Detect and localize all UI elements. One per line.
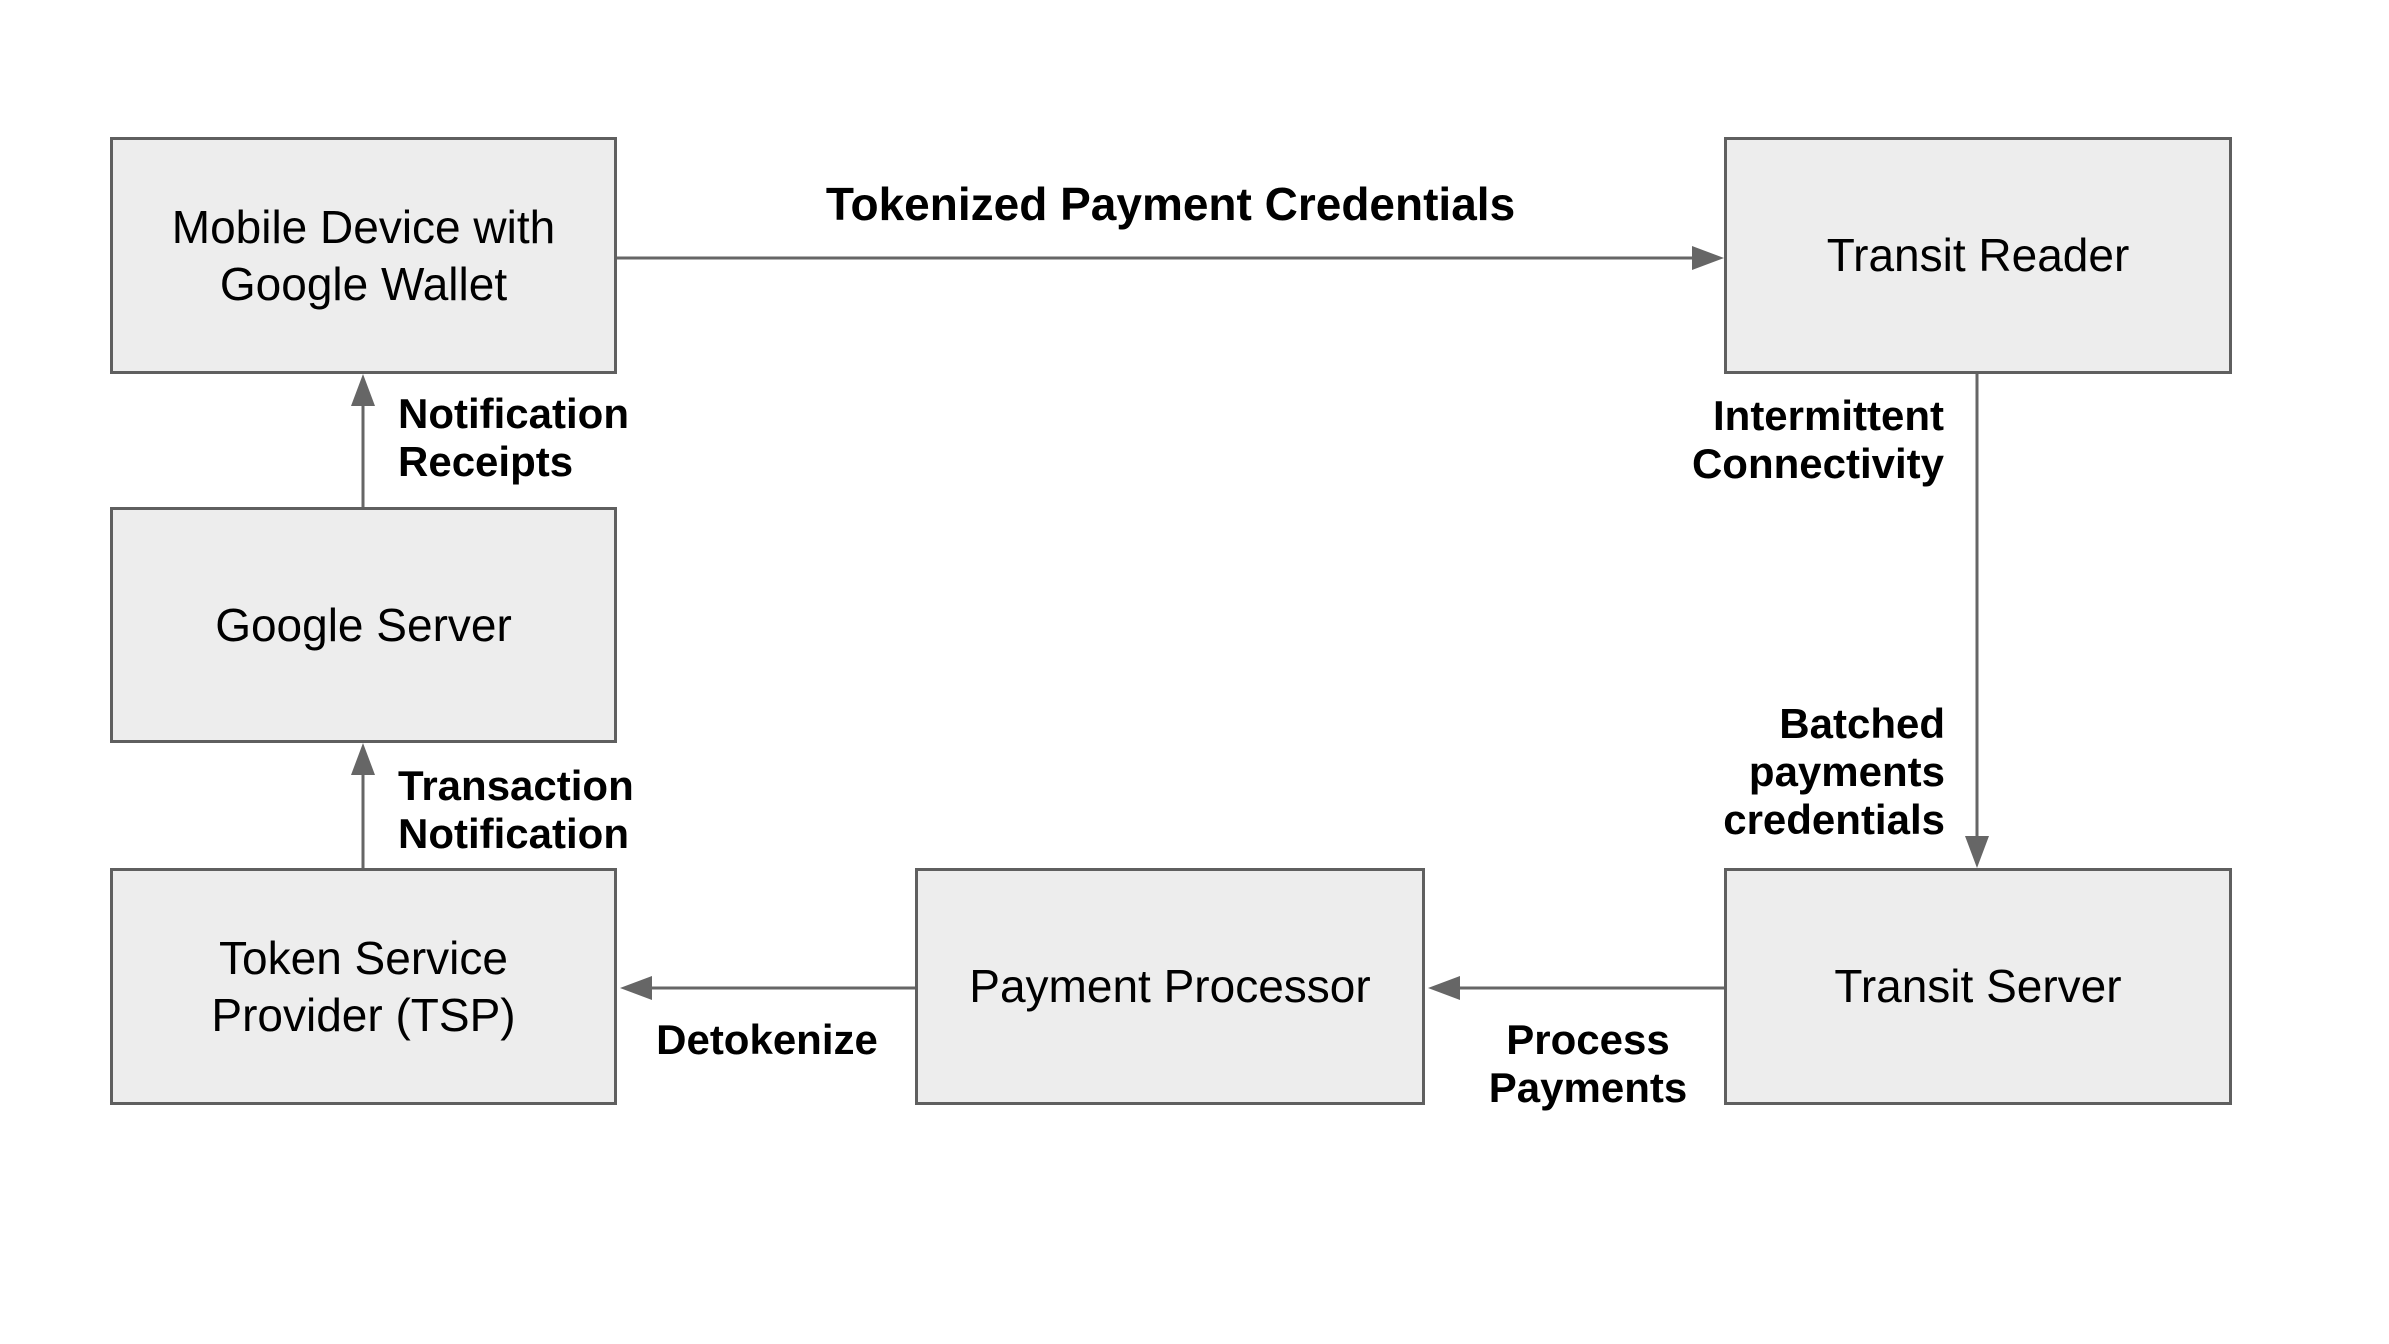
edge-label-notification-receipts: Notification Receipts <box>398 390 629 486</box>
edge-label-line: payments <box>1748 748 1945 795</box>
edge-label-line: Receipts <box>398 438 574 485</box>
edge-batched-arrowhead <box>1965 836 1989 868</box>
edge-transaction-notification <box>351 743 375 868</box>
node-payment-processor: Payment Processor <box>915 868 1425 1105</box>
edge-process-payments <box>1428 976 1724 1000</box>
node-transit-reader: Transit Reader <box>1724 137 2232 374</box>
node-token-service-provider: Token Service Provider (TSP) <box>110 868 617 1105</box>
edge-label-intermittent-connectivity: Intermittent Connectivity <box>1692 392 1944 488</box>
edge-tokenized-arrowhead <box>1692 246 1724 270</box>
edge-tokenized-payment-credentials <box>617 246 1724 270</box>
edge-detokenize <box>620 976 917 1000</box>
node-transit-server: Transit Server <box>1724 868 2232 1105</box>
edge-label-detokenize: Detokenize <box>656 1016 878 1063</box>
edge-label-process-payments: Process Payments <box>1438 1016 1738 1112</box>
node-label-line: Google Server <box>215 598 512 651</box>
edge-label-line: Notification <box>398 390 629 437</box>
node-mobile-device-google-wallet: Mobile Device with Google Wallet <box>110 137 617 374</box>
edge-label-line: Notification <box>398 810 629 857</box>
edge-notification-receipts-arrowhead <box>351 374 375 406</box>
edge-label-line: Connectivity <box>1691 440 1944 487</box>
edge-notification-receipts <box>351 374 375 507</box>
edge-label-line: Process <box>1506 1016 1670 1063</box>
node-label-line: Payment Processor <box>969 960 1371 1012</box>
edge-label-line: credentials <box>1723 796 1945 843</box>
edge-intermittent-connectivity <box>1965 374 1989 868</box>
edge-detokenize-arrowhead <box>620 976 652 1000</box>
node-google-server: Google Server <box>110 507 617 743</box>
node-label-line: Google Wallet <box>219 257 508 310</box>
edge-label-line: Transaction <box>398 762 634 809</box>
edge-label-line: Intermittent <box>1713 392 1944 439</box>
node-label-line: Transit Reader <box>1826 229 2130 281</box>
node-label-line: Mobile Device with <box>171 200 556 253</box>
node-label-line: Transit Server <box>1834 960 2122 1012</box>
node-label-line: Provider (TSP) <box>211 988 516 1041</box>
edge-label-transaction-notification: Transaction Notification <box>398 762 634 858</box>
edge-label-line: Payments <box>1488 1064 1688 1111</box>
edge-process-payments-arrowhead <box>1428 976 1460 1000</box>
node-label-line: Token Service <box>219 931 508 984</box>
edge-label-line: Batched <box>1779 700 1945 747</box>
edge-transaction-notification-arrowhead <box>351 743 375 775</box>
edge-label-tokenized-payment-credentials: Tokenized Payment Credentials <box>825 178 1516 230</box>
edge-label-batched-payments-credentials: Batched payments credentials <box>1723 700 1945 844</box>
